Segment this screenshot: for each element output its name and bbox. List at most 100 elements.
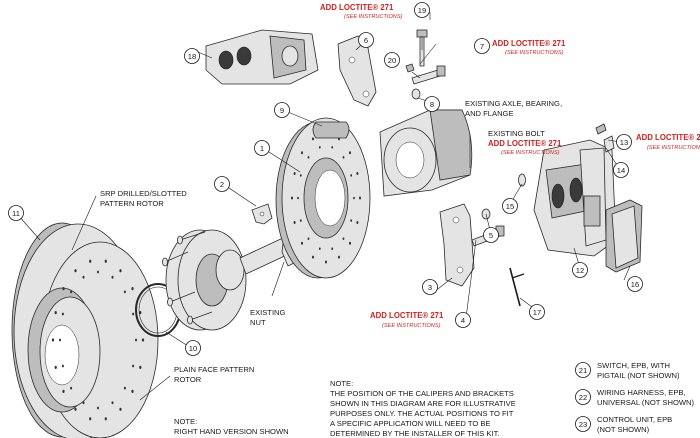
- callout-6: 6: [358, 32, 374, 48]
- svg-text:PIGTAIL (NOT SHOWN): PIGTAIL (NOT SHOWN): [597, 371, 680, 380]
- part-15-washer: [518, 173, 526, 187]
- drill-hole: [307, 156, 310, 159]
- loctite-note-top: ADD LOCTITE® 271 (SEE INSTRUCTIONS): [320, 3, 403, 20]
- callout-20: 20: [384, 52, 400, 68]
- drill-hole: [61, 364, 64, 368]
- svg-text:21: 21: [579, 366, 587, 375]
- label-existing-bolt: EXISTING BOLT: [488, 129, 545, 138]
- drill-hole: [131, 389, 134, 393]
- drill-hole: [342, 237, 345, 240]
- drill-hole: [123, 386, 126, 390]
- callout-8: 8: [424, 96, 440, 112]
- callout-15: 15: [502, 198, 518, 214]
- drill-hole: [70, 290, 73, 294]
- svg-text:UNIVERSAL (NOT SHOWN): UNIVERSAL (NOT SHOWN): [597, 398, 695, 407]
- callout-16: 16: [627, 276, 643, 292]
- drill-hole: [70, 386, 73, 390]
- drill-hole: [312, 255, 314, 259]
- drill-hole: [132, 312, 135, 316]
- loctite-note-4: ADD LOCTITE® 271 (SEE INSTRUCTIONS): [370, 311, 444, 329]
- item-21: 21 SWITCH, EPB, WITH PIGTAIL (NOT SHOWN): [575, 361, 680, 380]
- drill-hole: [89, 259, 92, 263]
- svg-text:4: 4: [461, 316, 465, 325]
- drill-hole: [62, 287, 65, 291]
- svg-text:5: 5: [489, 231, 493, 240]
- callout-3: 3: [422, 279, 438, 295]
- part-3-bracket: [439, 203, 475, 287]
- label-axle-line2: AND FLANGE: [465, 109, 514, 118]
- callout-bubbles: 1 2 3 4 5 6 7 8 9 10 11 12 13 14 15 16 1…: [8, 2, 643, 356]
- callout-7: 7: [474, 38, 490, 54]
- svg-text:(SEE INSTRUCTIONS): (SEE INSTRUCTIONS): [647, 145, 700, 151]
- label-nut-line2: NUT: [250, 318, 266, 327]
- drill-hole: [356, 221, 359, 224]
- drill-hole: [318, 247, 321, 250]
- svg-text:ADD LOCTITE® 271: ADD LOCTITE® 271: [370, 311, 444, 320]
- drill-hole: [97, 270, 99, 274]
- svg-text:14: 14: [617, 166, 625, 175]
- drill-hole: [132, 364, 135, 368]
- drill-hole: [325, 260, 327, 264]
- part-16-brake-pads: [605, 199, 643, 273]
- callout-10: 10: [185, 340, 201, 356]
- callout-5: 5: [483, 227, 499, 243]
- svg-text:(SEE INSTRUCTIONS): (SEE INSTRUCTIONS): [344, 14, 403, 20]
- label-srp-line1: SRP DRILLED/SLOTTED: [100, 189, 187, 198]
- drill-hole: [312, 137, 314, 141]
- label-plain-line1: PLAIN FACE PATTERN: [174, 365, 254, 374]
- svg-text:(SEE INSTRUCTIONS): (SEE INSTRUCTIONS): [501, 150, 560, 156]
- drill-hole: [131, 287, 134, 291]
- callout-4: 4: [455, 312, 471, 328]
- drill-hole: [331, 146, 334, 149]
- svg-text:18: 18: [188, 52, 196, 61]
- callout-19: 19: [414, 2, 430, 18]
- svg-text:8: 8: [430, 100, 434, 109]
- callout-13: 13: [616, 134, 632, 150]
- svg-text:SWITCH, EPB, WITH: SWITCH, EPB, WITH: [597, 361, 670, 370]
- svg-text:WIRING HARNESS, EPB,: WIRING HARNESS, EPB,: [597, 388, 686, 397]
- svg-text:19: 19: [418, 6, 426, 15]
- svg-text:A SPECIFIC APPLICATION WILL NE: A SPECIFIC APPLICATION WILL NEED TO BE: [330, 419, 491, 428]
- drill-hole: [141, 338, 145, 342]
- svg-text:11: 11: [12, 209, 20, 218]
- drill-hole: [123, 290, 126, 294]
- part-labels: EXISTING AXLE, BEARING, AND FLANGE EXIST…: [100, 99, 562, 436]
- drill-hole: [291, 196, 293, 200]
- callout-1: 1: [254, 140, 270, 156]
- svg-text:PURPOSES ONLY. THE ACTUAL POS: PURPOSES ONLY. THE ACTUAL POSITIONS TO F…: [330, 409, 514, 418]
- drill-hole: [301, 151, 303, 155]
- drill-hole: [62, 389, 65, 393]
- drill-hole: [61, 312, 64, 316]
- loctite-note-7: ADD LOCTITE® 271 (SEE INSTRUCTIONS): [492, 39, 566, 56]
- svg-text:3: 3: [428, 283, 432, 292]
- svg-text:ADD LOCTITE® 271: ADD LOCTITE® 271: [320, 3, 394, 12]
- svg-text:ADD LOCTITE® 271: ADD LOCTITE® 271: [492, 39, 566, 48]
- svg-text:12: 12: [576, 266, 584, 275]
- part-12-caliper: [533, 139, 617, 257]
- callout-17: 17: [529, 304, 545, 320]
- drill-hole: [349, 151, 351, 155]
- svg-text:13: 13: [620, 138, 628, 147]
- drill-hole: [54, 365, 57, 369]
- loctite-note-13: ADD LOCTITE® 271 (SEE INSTRUCTIONS): [636, 133, 700, 151]
- drill-hole: [51, 338, 55, 342]
- loctite-note-bolt: ADD LOCTITE® 271 (SEE INSTRUCTIONS): [488, 139, 562, 156]
- rotor-plain-face: [275, 117, 371, 279]
- svg-text:1: 1: [260, 144, 264, 153]
- drill-hole: [350, 219, 353, 222]
- drill-hole: [307, 237, 310, 240]
- drill-hole: [135, 338, 137, 342]
- drill-hole: [356, 172, 359, 175]
- svg-text:DETERMINED BY THE INSTALLER OF: DETERMINED BY THE INSTALLER OF THIS KIT.: [330, 429, 500, 438]
- svg-text:17: 17: [533, 308, 541, 317]
- drill-hole: [82, 275, 85, 279]
- drill-hole: [353, 196, 355, 200]
- item-22: 22 WIRING HARNESS, EPB, UNIVERSAL (NOT S…: [575, 388, 695, 407]
- svg-text:10: 10: [189, 344, 197, 353]
- drill-hole: [338, 255, 340, 259]
- drill-hole: [350, 174, 353, 177]
- drill-hole: [111, 275, 114, 279]
- not-shown-items: 21 SWITCH, EPB, WITH PIGTAIL (NOT SHOWN)…: [575, 361, 695, 434]
- svg-text:7: 7: [480, 42, 484, 51]
- drill-hole: [54, 311, 57, 315]
